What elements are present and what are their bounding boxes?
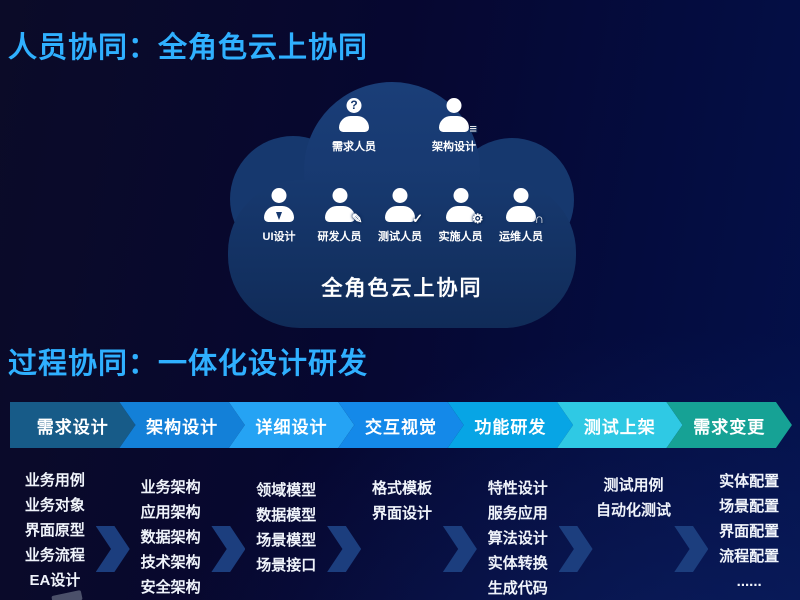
role-label: 架构设计 xyxy=(432,141,476,153)
phase-chevron: 交互视觉 xyxy=(338,402,463,448)
phase-chevron: 需求变更 xyxy=(667,402,792,448)
cloud-body xyxy=(228,180,576,328)
stream-item: 安全架构 xyxy=(140,579,201,596)
developer-pencil-person-icon: ✎ xyxy=(322,188,363,225)
stream-item: 数据模型 xyxy=(256,507,317,524)
stream-item: 界面原型 xyxy=(24,522,85,539)
phase-label: 交互视觉 xyxy=(364,417,437,437)
stream-item: 场景接口 xyxy=(256,557,317,574)
stream-item: 界面配置 xyxy=(719,523,780,540)
stream-column: 特性设计服务应用算法设计实体转换生成代码 xyxy=(477,468,559,600)
role-label: 需求人员 xyxy=(332,141,376,153)
stream-item: EA设计 xyxy=(29,572,81,589)
chevron-arrow-icon xyxy=(327,526,362,572)
phase-label: 架构设计 xyxy=(146,417,219,437)
role-label: UI设计 xyxy=(262,231,296,243)
phase-label: 需求设计 xyxy=(36,417,109,437)
stream-item: 实体转换 xyxy=(487,555,548,572)
stream-item: 应用架构 xyxy=(140,504,201,521)
stream-column: 格式模板界面设计 xyxy=(361,468,443,526)
stream-item: 领域模型 xyxy=(256,482,317,499)
phase-chevron: 功能研发 xyxy=(448,402,573,448)
stream-item: 业务架构 xyxy=(140,479,201,496)
tester-check-person-icon: ✓ xyxy=(382,188,423,225)
stream-item: 场景模型 xyxy=(256,532,317,549)
stream-item: 格式模板 xyxy=(372,480,433,497)
role-label: 实施人员 xyxy=(438,231,483,243)
phase-label: 功能研发 xyxy=(474,417,547,437)
chevron-arrow-icon xyxy=(211,526,246,572)
phase-label: 测试上架 xyxy=(583,417,656,437)
cloud-caption: 全角色云上协同 xyxy=(321,277,483,300)
stream-column: 实体配置场景配置界面配置流程配置...... xyxy=(708,468,790,594)
phase-chevron: 需求设计 xyxy=(10,402,135,448)
stream-column: 测试用例自动化测试 xyxy=(593,468,675,523)
ui-designer-person-icon xyxy=(261,188,297,222)
stream-item: 流程配置 xyxy=(719,548,780,565)
stream-item: 服务应用 xyxy=(487,505,548,522)
stream-item: 业务流程 xyxy=(24,547,85,564)
stream-item: 测试用例 xyxy=(603,477,664,494)
role-item: ≡ 架构设计 xyxy=(419,98,489,154)
phase-label: 详细设计 xyxy=(255,417,328,437)
role-item: ✎ 研发人员 xyxy=(311,188,369,244)
cloud-roles-top-row: ? 需求人员 ≡ 架构设计 xyxy=(304,98,504,154)
phase-label: 需求变更 xyxy=(693,417,766,437)
phase-chevron: 详细设计 xyxy=(229,402,354,448)
chevron-arrow-icon xyxy=(674,526,709,572)
stream-item: 特性设计 xyxy=(487,480,548,497)
phase-chevron: 架构设计 xyxy=(119,402,244,448)
cloud-roles-bottom-row: UI设计 ✎ 研发人员 ✓ 测试人员 ⚙ 实施人员 ∩ xyxy=(250,188,550,244)
stream-item: 自动化测试 xyxy=(595,502,671,519)
stream-item: 业务对象 xyxy=(24,497,85,514)
stream-item: 场景配置 xyxy=(719,498,780,515)
process-streams: 业务用例业务对象界面原型业务流程 EA设计 业务架构应用架构数据架构技术架构安全架构… xyxy=(14,468,790,600)
people-section-title: 人员协同：全角色云上协同 xyxy=(8,32,369,64)
role-item: UI设计 xyxy=(250,188,308,244)
role-label: 研发人员 xyxy=(317,231,362,243)
stream-item: 生成代码 xyxy=(487,580,548,597)
role-item: ✓ 测试人员 xyxy=(371,188,429,244)
stream-item: 界面设计 xyxy=(372,505,433,522)
phase-chevron: 测试上架 xyxy=(557,402,682,448)
role-label: 运维人员 xyxy=(499,231,543,243)
stream-column: 业务架构应用架构数据架构技术架构安全架构 xyxy=(130,468,212,600)
stream-item: 业务用例 xyxy=(24,472,85,489)
role-item: ? 需求人员 xyxy=(319,98,389,154)
stream-item: 数据架构 xyxy=(140,529,201,546)
role-label: 测试人员 xyxy=(378,231,422,243)
operations-headset-person-icon: ∩ xyxy=(503,188,544,225)
implementation-gear-person-icon: ⚙ xyxy=(443,188,484,225)
stream-item: 算法设计 xyxy=(487,530,548,547)
cloud-graphic: ? 需求人员 ≡ 架构设计 UI设计 ✎ 研发人员 xyxy=(228,82,576,328)
stream-item: 实体配置 xyxy=(719,473,780,490)
chevron-arrow-icon xyxy=(558,526,593,572)
stream-item: 技术架构 xyxy=(140,554,201,571)
role-item: ⚙ 实施人员 xyxy=(432,188,490,244)
chevron-arrow-icon xyxy=(442,526,477,572)
process-section-title: 过程协同：一体化设计研发 xyxy=(8,348,369,380)
process-phase-bar: 需求设计 架构设计 详细设计 交互视觉 功能研发 测试上架 需求变更 xyxy=(10,402,792,448)
stream-column: 业务用例业务对象界面原型业务流程 EA设计 xyxy=(14,468,96,593)
stream-item: ...... xyxy=(736,573,762,590)
role-item: ∩ 运维人员 xyxy=(492,188,550,244)
chevron-arrow-icon xyxy=(95,526,130,572)
architecture-layers-person-icon: ≡ xyxy=(436,98,477,135)
requirements-person-icon: ? xyxy=(336,98,372,132)
stream-column: 领域模型数据模型场景模型场景接口 xyxy=(245,468,327,578)
